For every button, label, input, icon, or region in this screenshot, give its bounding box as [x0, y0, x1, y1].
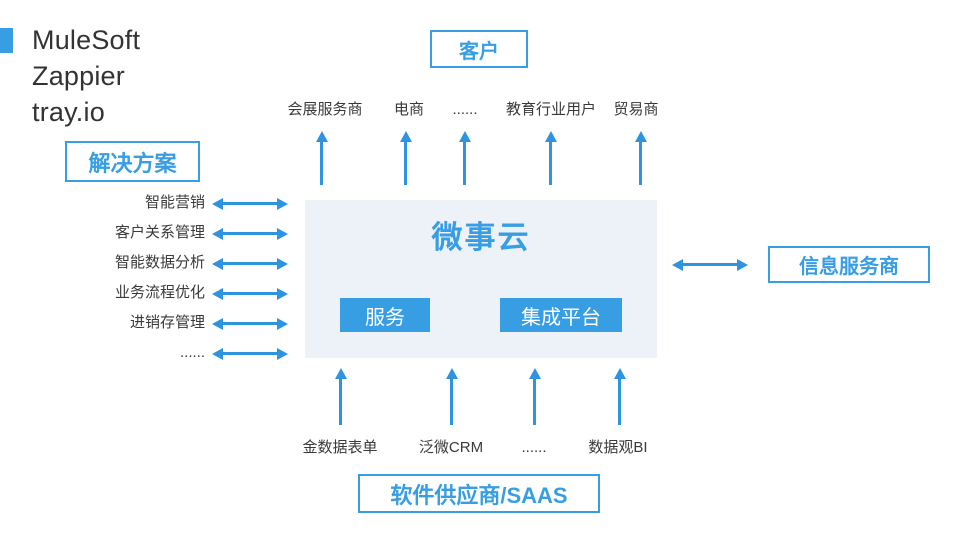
customers-label-box: 客户	[430, 30, 528, 68]
solution-item: 业务流程优化	[114, 284, 205, 301]
up-arrow	[634, 131, 647, 185]
up-arrow	[544, 131, 557, 185]
vendor-list: MuleSoft Zappier tray.io	[32, 22, 140, 130]
saas-item: ......	[521, 439, 547, 456]
integration-platform-tag: 集成平台	[500, 298, 622, 332]
solution-item: 智能数据分析	[114, 254, 205, 271]
service-tag: 服务	[340, 298, 430, 332]
up-arrow	[613, 368, 626, 425]
platform-title: 微事云	[431, 220, 531, 255]
bidirectional-arrow	[212, 317, 288, 330]
vendor-name: tray.io	[32, 97, 105, 127]
bidirectional-arrow	[212, 287, 288, 300]
customer-item: 教育行业用户	[505, 101, 597, 118]
bidirectional-arrow	[212, 257, 288, 270]
vendor-name: Zappier	[32, 61, 125, 91]
up-arrow	[399, 131, 412, 185]
saas-item: 泛微CRM	[418, 439, 484, 456]
customer-item: 贸易商	[613, 101, 659, 118]
platform-panel: 微事云 服务 集成平台	[305, 200, 657, 358]
bidirectional-arrow	[212, 197, 288, 210]
solution-item: 客户关系管理	[114, 224, 205, 241]
up-arrow	[334, 368, 347, 425]
customer-item: 会展服务商	[287, 101, 363, 118]
up-arrow	[445, 368, 458, 425]
bidirectional-arrow	[212, 227, 288, 240]
logo-square-icon	[0, 28, 13, 53]
customer-item: 电商	[393, 101, 425, 118]
solutions-label-box: 解决方案	[65, 141, 200, 182]
up-arrow	[458, 131, 471, 185]
up-arrow	[528, 368, 541, 425]
saas-item: 数据观BI	[588, 439, 648, 456]
solution-item: ......	[179, 344, 205, 361]
bidirectional-arrow	[672, 258, 748, 271]
saas-item: 金数据表单	[302, 439, 378, 456]
solution-item: 智能营销	[144, 194, 205, 211]
bidirectional-arrow	[212, 347, 288, 360]
up-arrow	[315, 131, 328, 185]
customer-item: ......	[452, 101, 478, 118]
vendor-name: MuleSoft	[32, 25, 141, 55]
saas-label-box: 软件供应商/SAAS	[358, 474, 600, 513]
solution-item: 进销存管理	[129, 314, 205, 331]
info-provider-label-box: 信息服务商	[768, 246, 930, 283]
